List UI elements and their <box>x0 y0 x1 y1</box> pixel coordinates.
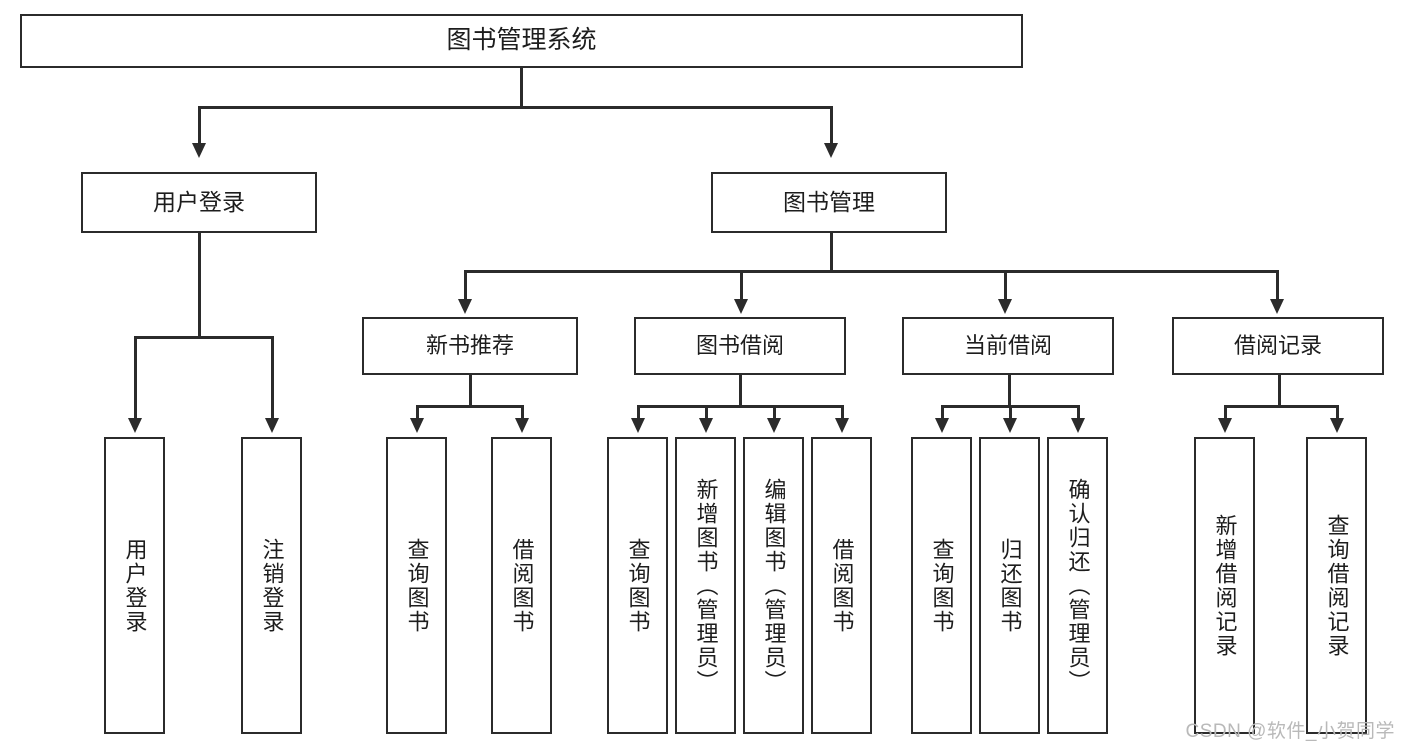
arrow-to-new-book <box>458 299 472 314</box>
connector-root-stem <box>520 68 523 106</box>
connector-new-book-bus <box>416 405 523 408</box>
connector-borrow-record-stem <box>1278 375 1281 405</box>
arrow-user-login-leaf-1 <box>128 418 142 433</box>
node-new-book-label: 新书推荐 <box>425 333 514 359</box>
arrow-new-book-leaf-2 <box>515 418 529 433</box>
arrow-to-book-borrow <box>734 299 748 314</box>
leaf-current-borrow-confirm-label: 确认归还（管理员） <box>1065 477 1091 694</box>
connector-new-book-leaf-1 <box>416 405 419 422</box>
leaf-user-login-logout[interactable]: 注销登录 <box>241 437 302 734</box>
connector-borrow-record-leaf-1 <box>1224 405 1227 422</box>
arrow-new-book-leaf-1 <box>410 418 424 433</box>
leaf-new-book-query[interactable]: 查询图书 <box>386 437 447 734</box>
connector-book-borrow-leaf-3 <box>773 405 776 422</box>
connector-borrow-record-leaf-2 <box>1336 405 1339 422</box>
leaf-user-login-logout-label: 注销登录 <box>259 537 285 634</box>
arrow-current-borrow-leaf-2 <box>1003 418 1017 433</box>
leaf-book-borrow-add[interactable]: 新增图书（管理员） <box>675 437 736 734</box>
leaf-current-borrow-return-label: 归还图书 <box>997 537 1023 634</box>
leaf-user-login-login-label: 用户登录 <box>122 537 148 634</box>
leaf-borrow-record-add[interactable]: 新增借阅记录 <box>1194 437 1255 734</box>
connector-borrow-record-bus <box>1224 405 1336 408</box>
connector-book-borrow-stem <box>739 375 742 405</box>
node-current-borrow-label: 当前借阅 <box>963 333 1052 359</box>
node-current-borrow[interactable]: 当前借阅 <box>902 317 1114 375</box>
connector-user-login-leaf-1 <box>134 336 137 422</box>
watermark-text: CSDN @软件_小贺同学 <box>1185 721 1395 742</box>
connector-to-current-borrow <box>1004 270 1007 303</box>
connector-book-borrow-leaf-2 <box>705 405 708 422</box>
connector-user-login-leaf-2 <box>271 336 274 422</box>
arrow-book-borrow-leaf-2 <box>699 418 713 433</box>
connector-book-manage-bus <box>464 270 1278 273</box>
node-root-label: 图书管理系统 <box>446 26 597 55</box>
node-new-book[interactable]: 新书推荐 <box>362 317 578 375</box>
arrow-book-borrow-leaf-3 <box>767 418 781 433</box>
node-user-login[interactable]: 用户登录 <box>81 172 317 233</box>
leaf-book-borrow-borrow[interactable]: 借阅图书 <box>811 437 872 734</box>
leaf-current-borrow-return[interactable]: 归还图书 <box>979 437 1040 734</box>
leaf-user-login-login[interactable]: 用户登录 <box>104 437 165 734</box>
connector-book-manage-stem <box>830 233 833 270</box>
connector-user-login-stem <box>198 233 201 336</box>
leaf-current-borrow-query-label: 查询图书 <box>929 537 955 634</box>
connector-to-new-book <box>464 270 467 303</box>
connector-user-login-bus <box>134 336 271 339</box>
arrow-book-borrow-leaf-1 <box>631 418 645 433</box>
node-book-borrow[interactable]: 图书借阅 <box>634 317 846 375</box>
connector-book-borrow-bus <box>637 405 841 408</box>
node-book-manage[interactable]: 图书管理 <box>711 172 947 233</box>
arrow-book-borrow-leaf-4 <box>835 418 849 433</box>
connector-new-book-stem <box>469 375 472 405</box>
arrow-borrow-record-leaf-2 <box>1330 418 1344 433</box>
leaf-new-book-query-label: 查询图书 <box>404 537 430 634</box>
connector-current-borrow-leaf-2 <box>1009 405 1012 422</box>
leaf-book-borrow-add-label: 新增图书（管理员） <box>693 477 719 694</box>
connector-to-book-borrow <box>740 270 743 303</box>
arrow-to-current-borrow <box>998 299 1012 314</box>
arrow-current-borrow-leaf-3 <box>1071 418 1085 433</box>
node-book-borrow-label: 图书借阅 <box>695 333 784 359</box>
connector-root-to-book-manage <box>830 106 833 147</box>
node-root[interactable]: 图书管理系统 <box>20 14 1023 68</box>
leaf-borrow-record-query[interactable]: 查询借阅记录 <box>1306 437 1367 734</box>
arrow-current-borrow-leaf-1 <box>935 418 949 433</box>
leaf-current-borrow-query[interactable]: 查询图书 <box>911 437 972 734</box>
connector-to-borrow-record <box>1276 270 1279 303</box>
connector-book-borrow-leaf-1 <box>637 405 640 422</box>
connector-root-bus <box>198 106 832 109</box>
connector-book-borrow-leaf-4 <box>841 405 844 422</box>
connector-current-borrow-leaf-1 <box>941 405 944 422</box>
leaf-current-borrow-confirm[interactable]: 确认归还（管理员） <box>1047 437 1108 734</box>
leaf-book-borrow-edit[interactable]: 编辑图书（管理员） <box>743 437 804 734</box>
node-user-login-label: 用户登录 <box>153 188 245 215</box>
arrow-user-login-leaf-2 <box>265 418 279 433</box>
connector-new-book-leaf-2 <box>521 405 524 422</box>
arrow-root-to-user-login <box>192 143 206 158</box>
node-borrow-record[interactable]: 借阅记录 <box>1172 317 1384 375</box>
connector-current-borrow-leaf-3 <box>1077 405 1080 422</box>
node-borrow-record-label: 借阅记录 <box>1233 333 1322 359</box>
arrow-borrow-record-leaf-1 <box>1218 418 1232 433</box>
leaf-new-book-borrow[interactable]: 借阅图书 <box>491 437 552 734</box>
leaf-new-book-borrow-label: 借阅图书 <box>509 537 535 634</box>
leaf-book-borrow-query-label: 查询图书 <box>625 537 651 634</box>
leaf-book-borrow-edit-label: 编辑图书（管理员） <box>761 477 787 694</box>
arrow-to-borrow-record <box>1270 299 1284 314</box>
node-book-manage-label: 图书管理 <box>783 188 875 215</box>
leaf-borrow-record-query-label: 查询借阅记录 <box>1324 513 1350 658</box>
connector-current-borrow-stem <box>1008 375 1011 405</box>
arrow-root-to-book-manage <box>824 143 838 158</box>
leaf-borrow-record-add-label: 新增借阅记录 <box>1212 513 1238 658</box>
leaf-book-borrow-borrow-label: 借阅图书 <box>829 537 855 634</box>
leaf-book-borrow-query[interactable]: 查询图书 <box>607 437 668 734</box>
connector-root-to-user-login <box>198 106 201 147</box>
